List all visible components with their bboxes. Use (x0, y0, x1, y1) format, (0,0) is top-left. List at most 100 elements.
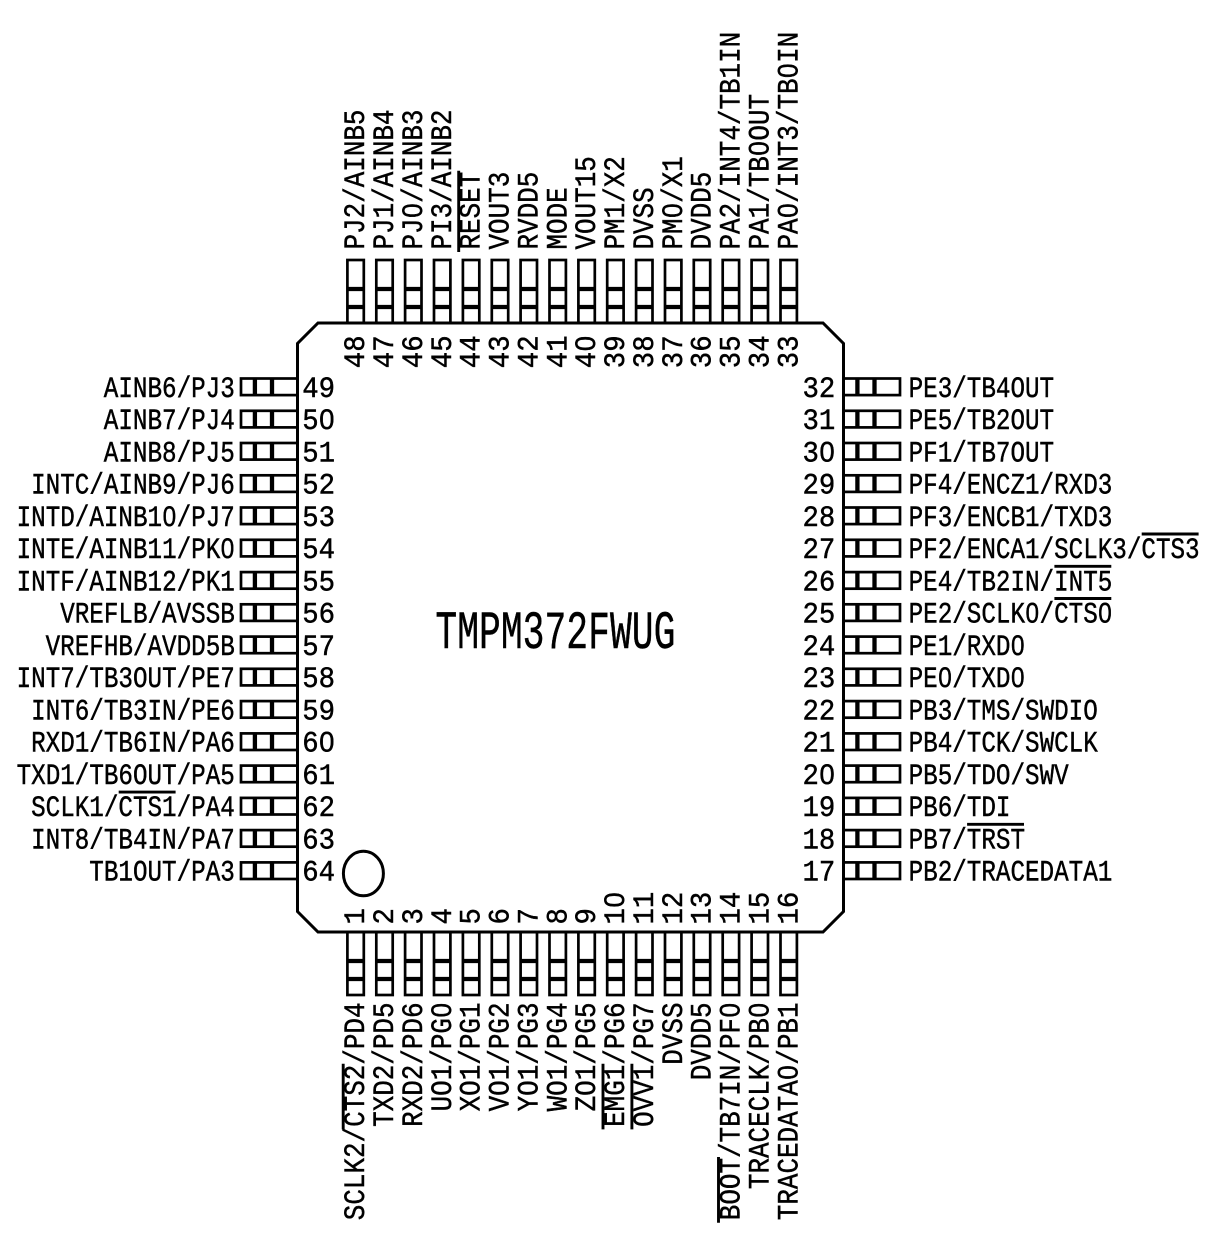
svg-text:VO1/PG2: VO1/PG2 (485, 1003, 518, 1112)
svg-text:PB5/TDO/SWV: PB5/TDO/SWV (909, 760, 1069, 793)
svg-text:OVV1/PG7: OVV1/PG7 (629, 1003, 662, 1127)
svg-text:42: 42 (513, 335, 546, 368)
svg-text:49: 49 (302, 373, 335, 406)
svg-text:AINB8/PJ5: AINB8/PJ5 (104, 437, 235, 470)
svg-text:35: 35 (716, 335, 749, 368)
svg-text:44: 44 (456, 335, 489, 368)
svg-text:33: 33 (773, 335, 806, 368)
svg-text:PF4/ENCZ1/RXD3: PF4/ENCZ1/RXD3 (909, 470, 1113, 503)
svg-text:48: 48 (340, 335, 373, 368)
svg-text:56: 56 (302, 599, 335, 632)
svg-text:60: 60 (302, 728, 335, 761)
svg-text:31: 31 (803, 405, 836, 438)
svg-text:PB4/TCK/SWCLK: PB4/TCK/SWCLK (909, 728, 1098, 761)
svg-text:SCLK2/CTS2/PD4: SCLK2/CTS2/PD4 (340, 1003, 373, 1221)
svg-text:9: 9 (571, 908, 604, 924)
svg-text:AINB6/PJ3: AINB6/PJ3 (104, 373, 235, 406)
svg-text:INT6/TB3IN/PE6: INT6/TB3IN/PE6 (31, 695, 235, 728)
svg-text:DVDD5: DVDD5 (687, 1003, 720, 1081)
svg-text:50: 50 (302, 405, 335, 438)
svg-text:PJ1/AINB4: PJ1/AINB4 (369, 110, 402, 250)
svg-text:VREFLB/AVSSB: VREFLB/AVSSB (60, 599, 235, 632)
svg-text:15: 15 (744, 892, 777, 925)
svg-text:45: 45 (427, 335, 460, 368)
svg-text:PE1/RXD0: PE1/RXD0 (909, 631, 1025, 664)
svg-text:26: 26 (803, 566, 836, 599)
svg-text:TXD2/PD5: TXD2/PD5 (369, 1003, 402, 1127)
svg-text:DVDD5: DVDD5 (687, 172, 720, 250)
svg-text:INTF/AINB12/PK1: INTF/AINB12/PK1 (17, 566, 235, 599)
svg-text:22: 22 (803, 695, 836, 728)
svg-text:43: 43 (485, 335, 518, 368)
svg-text:PE3/TB4OUT: PE3/TB4OUT (909, 373, 1055, 406)
svg-text:RXD2/PD6: RXD2/PD6 (398, 1003, 431, 1127)
svg-text:6: 6 (485, 908, 518, 924)
svg-text:MODE: MODE (542, 187, 575, 249)
svg-text:WO1/PG4: WO1/PG4 (542, 1003, 575, 1112)
svg-text:INTC/AINB9/PJ6: INTC/AINB9/PJ6 (31, 470, 235, 503)
svg-text:55: 55 (302, 566, 335, 599)
svg-text:AINB7/PJ4: AINB7/PJ4 (104, 405, 235, 438)
svg-text:46: 46 (398, 335, 431, 368)
svg-text:36: 36 (687, 335, 720, 368)
svg-text:PA1/TB0OUT: PA1/TB0OUT (744, 94, 777, 250)
svg-text:12: 12 (658, 892, 691, 925)
svg-text:ZO1/PG5: ZO1/PG5 (571, 1003, 604, 1112)
svg-text:41: 41 (542, 335, 575, 368)
svg-text:37: 37 (658, 335, 691, 368)
svg-text:25: 25 (803, 599, 836, 632)
svg-text:RVDD5: RVDD5 (513, 172, 546, 250)
svg-text:PJ2/AINB5: PJ2/AINB5 (340, 110, 373, 250)
svg-text:2: 2 (369, 908, 402, 924)
svg-text:13: 13 (687, 892, 720, 925)
svg-text:VOUT3: VOUT3 (485, 172, 518, 250)
svg-text:INT8/TB4IN/PA7: INT8/TB4IN/PA7 (31, 824, 235, 857)
svg-text:VOUT15: VOUT15 (571, 156, 604, 249)
svg-text:57: 57 (302, 631, 335, 664)
svg-text:PB2/TRACEDATA1: PB2/TRACEDATA1 (909, 857, 1113, 890)
svg-text:29: 29 (803, 470, 836, 503)
svg-text:TXD1/TB6OUT/PA5: TXD1/TB6OUT/PA5 (17, 760, 235, 793)
svg-text:PA2/INT4/TB1IN: PA2/INT4/TB1IN (716, 32, 749, 250)
svg-text:34: 34 (744, 335, 777, 368)
svg-text:4: 4 (427, 908, 460, 924)
svg-text:16: 16 (773, 892, 806, 925)
svg-text:62: 62 (302, 792, 335, 825)
svg-text:23: 23 (803, 663, 836, 696)
svg-text:28: 28 (803, 502, 836, 535)
svg-text:47: 47 (369, 335, 402, 368)
svg-text:PB3/TMS/SWDIO: PB3/TMS/SWDIO (909, 695, 1098, 728)
svg-text:17: 17 (803, 857, 836, 890)
svg-text:30: 30 (803, 437, 836, 470)
svg-text:53: 53 (302, 502, 335, 535)
svg-text:63: 63 (302, 824, 335, 857)
svg-text:PE2/SCLK0/CTS0: PE2/SCLK0/CTS0 (909, 599, 1113, 632)
svg-text:7: 7 (513, 908, 546, 924)
svg-text:3: 3 (398, 908, 431, 924)
svg-text:PF3/ENCB1/TXD3: PF3/ENCB1/TXD3 (909, 502, 1113, 535)
svg-text:38: 38 (629, 335, 662, 368)
svg-text:TMPM372FWUG: TMPM372FWUG (435, 604, 675, 665)
svg-text:32: 32 (803, 373, 836, 406)
svg-text:24: 24 (803, 631, 836, 664)
svg-text:PA0/INT3/TB0IN: PA0/INT3/TB0IN (773, 32, 806, 250)
svg-text:INT7/TB3OUT/PE7: INT7/TB3OUT/PE7 (17, 663, 235, 696)
svg-text:PF2/ENCA1/SCLK3/CTS3: PF2/ENCA1/SCLK3/CTS3 (909, 534, 1200, 567)
svg-text:64: 64 (302, 857, 335, 890)
svg-text:SCLK1/CTS1/PA4: SCLK1/CTS1/PA4 (31, 792, 235, 825)
svg-text:21: 21 (803, 728, 836, 761)
svg-text:58: 58 (302, 663, 335, 696)
svg-text:BOOT/TB7IN/PF0: BOOT/TB7IN/PF0 (716, 1003, 749, 1221)
svg-text:TRACECLK/PB0: TRACECLK/PB0 (744, 1003, 777, 1190)
svg-text:VREFHB/AVDD5B: VREFHB/AVDD5B (46, 631, 235, 664)
svg-text:DVSS: DVSS (658, 1003, 691, 1065)
svg-text:RESET: RESET (456, 172, 489, 250)
svg-text:1: 1 (340, 908, 373, 924)
svg-text:54: 54 (302, 534, 335, 567)
svg-text:INTE/AINB11/PK0: INTE/AINB11/PK0 (17, 534, 235, 567)
svg-text:YO1/PG3: YO1/PG3 (513, 1003, 546, 1112)
svg-text:19: 19 (803, 792, 836, 825)
svg-text:PJ0/AINB3: PJ0/AINB3 (398, 110, 431, 250)
svg-text:XO1/PG1: XO1/PG1 (456, 1003, 489, 1112)
svg-text:PB7/TRST: PB7/TRST (909, 824, 1025, 857)
